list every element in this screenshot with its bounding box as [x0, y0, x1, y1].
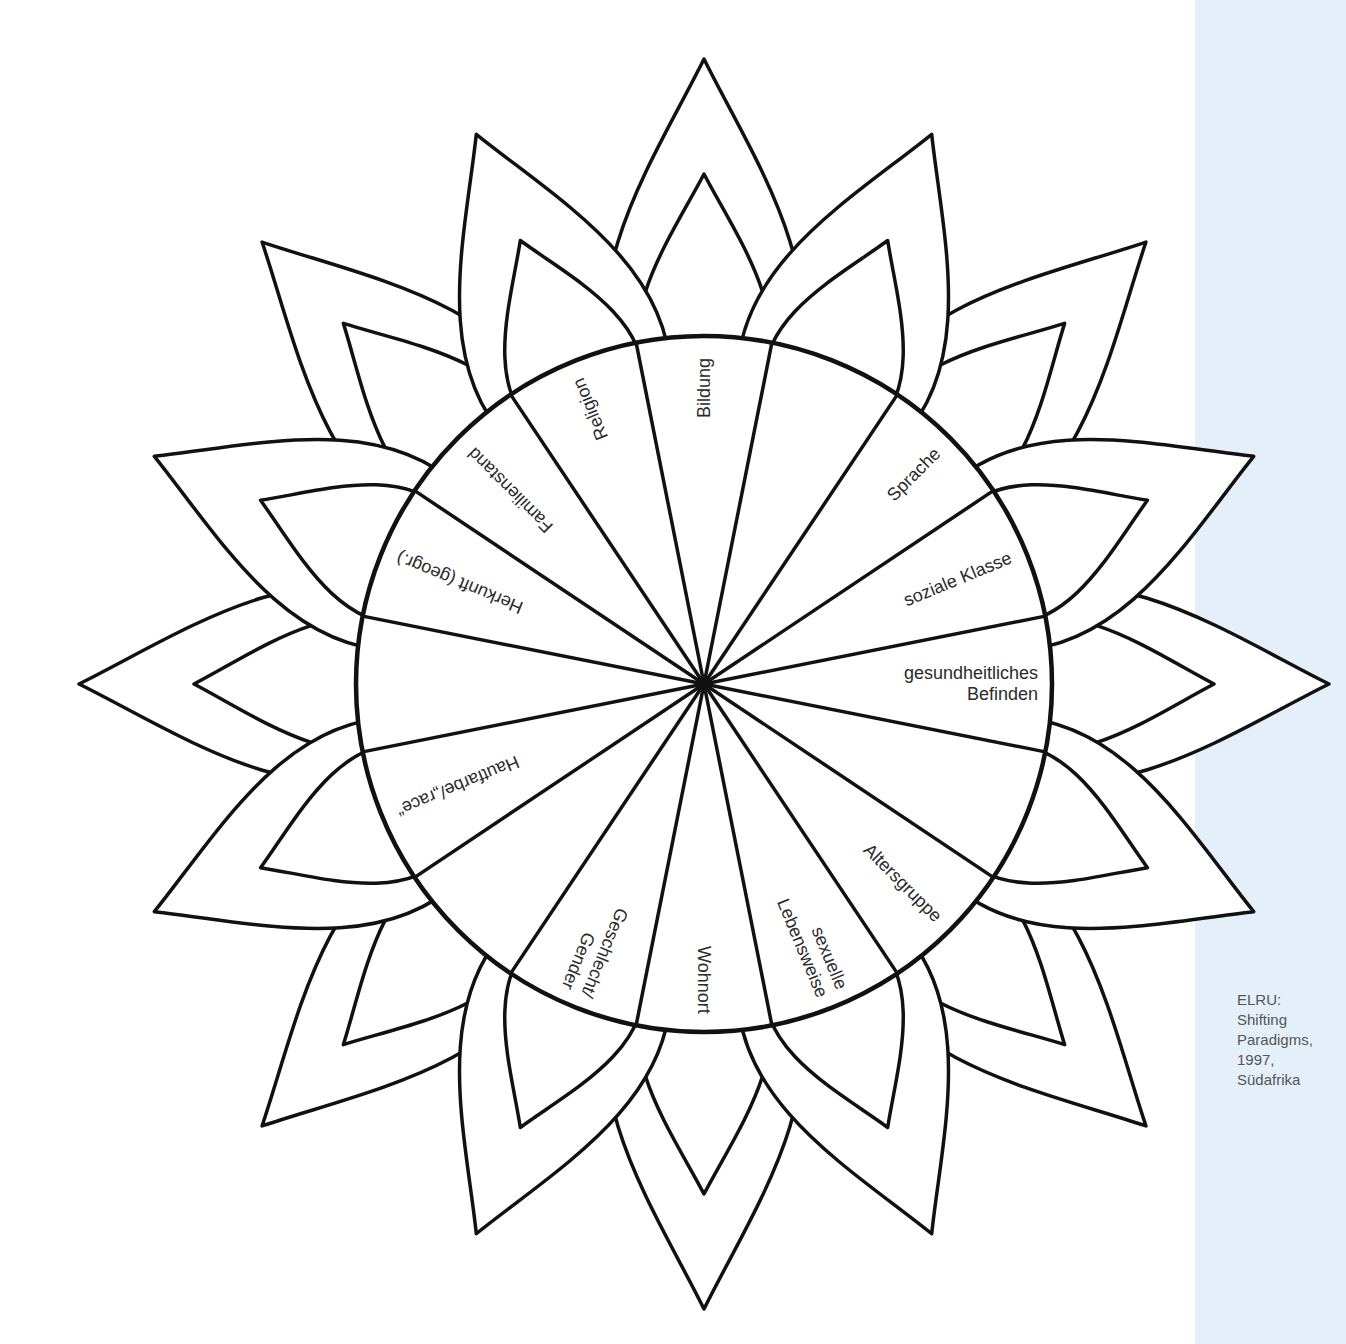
source-caption: ELRU: Shifting Paradigms, 1997, Südafrik…	[1237, 990, 1313, 1090]
center-dot	[697, 677, 711, 691]
sector-spoke	[704, 684, 993, 877]
sector-label: Bildung	[694, 358, 715, 418]
sector-spoke	[704, 395, 897, 684]
center-circle	[356, 336, 1052, 1032]
sector-label: gesundheitliches Befinden	[904, 663, 1038, 705]
sector-label: Wohnort	[694, 946, 715, 1014]
sector-spoke	[363, 684, 704, 752]
